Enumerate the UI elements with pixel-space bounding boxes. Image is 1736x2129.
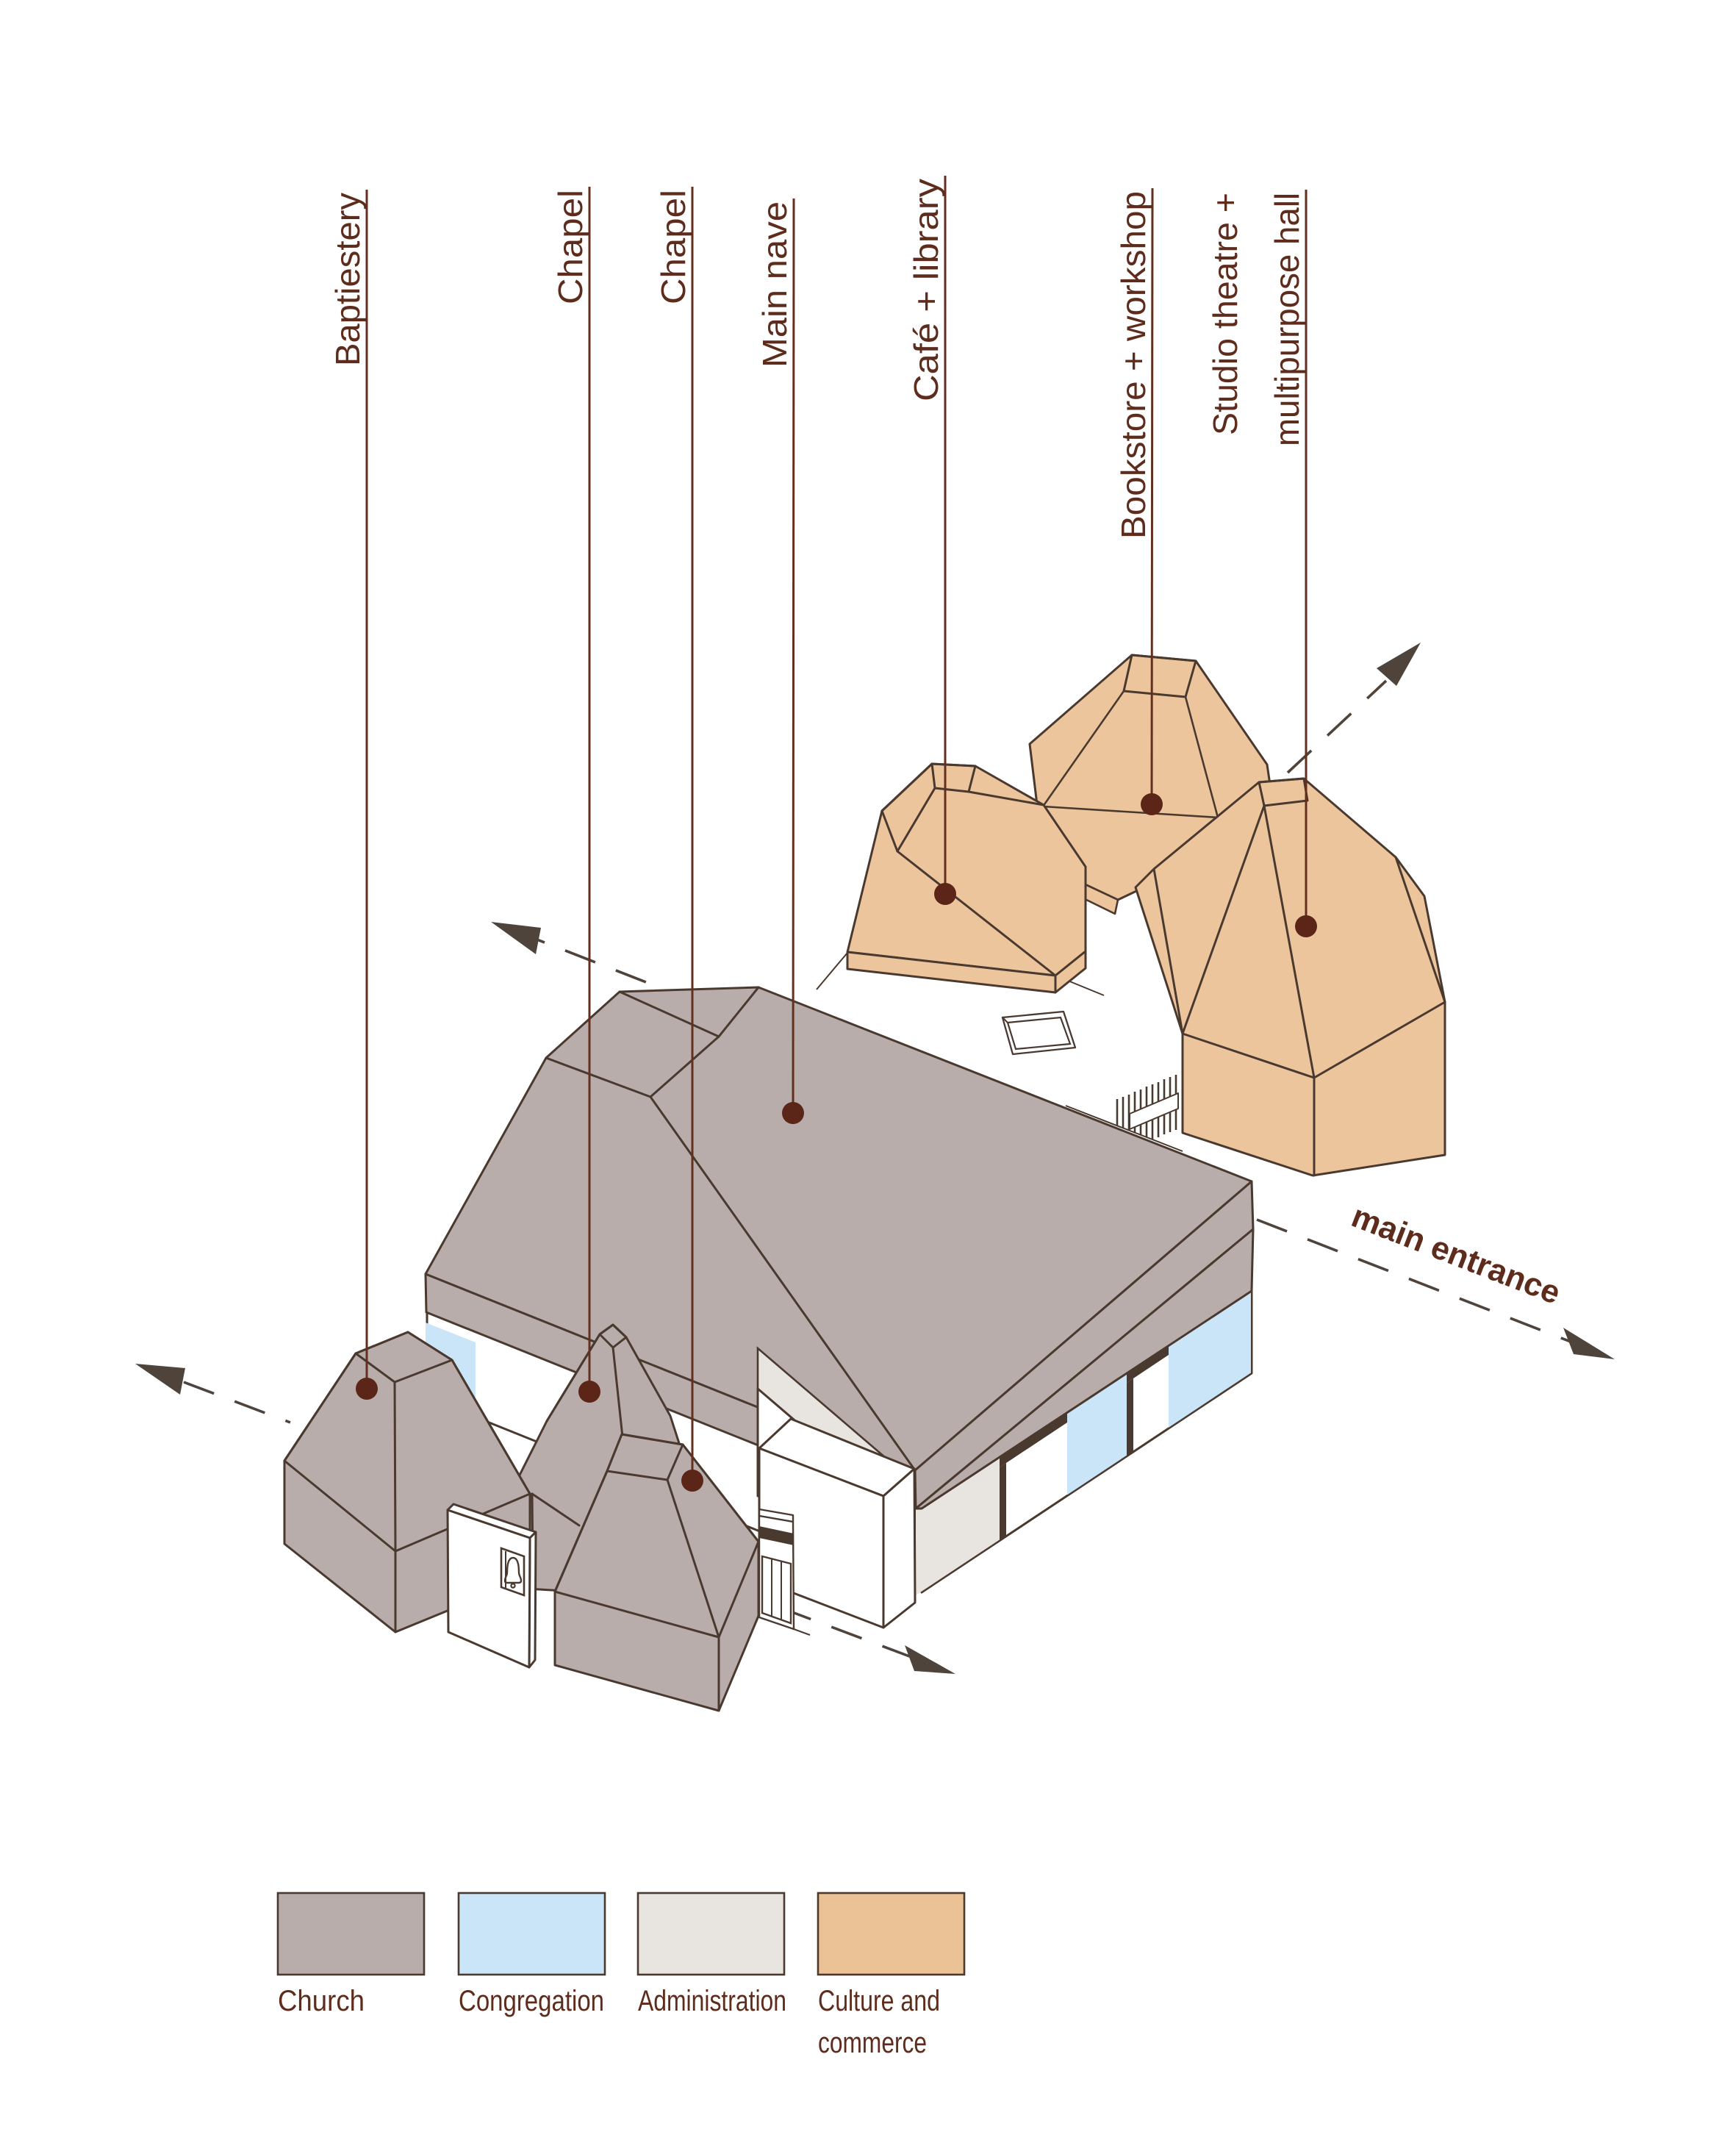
label-bookstore-workshop: Bookstore + workshop bbox=[1114, 191, 1152, 539]
legend-label-culture-line1: Culture and bbox=[818, 1985, 940, 2017]
bell-clapper bbox=[510, 1583, 516, 1589]
entrance-box bbox=[758, 1417, 917, 1636]
leader-lines bbox=[356, 176, 1317, 1492]
axis-main-entrance bbox=[491, 922, 1615, 1359]
label-cafe-library: Café + library bbox=[907, 179, 945, 401]
window-1-jamb bbox=[1000, 1463, 1006, 1541]
label-studio-theatre-line2: multipurpose hall bbox=[1268, 193, 1306, 446]
main-entrance-label: main entrance bbox=[1346, 1198, 1565, 1312]
legend-swatch-administration bbox=[636, 1892, 786, 1976]
stair-band bbox=[1129, 1092, 1179, 1130]
leader-dot-chapel-1 bbox=[578, 1381, 600, 1403]
labels: Baptiestery Chapel Chapel Main nave Café… bbox=[329, 179, 1306, 539]
legend-item-church: Church bbox=[276, 1892, 426, 2017]
label-main-nave: Main nave bbox=[756, 201, 794, 368]
bell-icon bbox=[503, 1556, 523, 1584]
cafe-library-building bbox=[846, 762, 1087, 994]
arrowhead-main-entrance-icon bbox=[1563, 1328, 1615, 1359]
nave-wall-blue-panel-2 bbox=[1169, 1287, 1252, 1428]
courtyard-axis-dashes bbox=[1286, 679, 1388, 774]
chapel-2-building bbox=[553, 1433, 760, 1712]
entrance-glazing bbox=[758, 1508, 811, 1636]
leader-dot-chapel-2 bbox=[681, 1470, 703, 1492]
cafe-fascia-right bbox=[1054, 950, 1087, 994]
bell-niche bbox=[500, 1547, 526, 1597]
chapel-axis-dashes-left bbox=[183, 1381, 291, 1424]
legend-label-administration: Administration bbox=[638, 1985, 786, 2017]
bell-wall bbox=[446, 1503, 537, 1669]
arrowhead-lower-left-icon bbox=[135, 1364, 185, 1395]
axis-chapels bbox=[135, 1364, 955, 1674]
leader-dot-cafe-library bbox=[934, 883, 956, 905]
leader-dot-studio bbox=[1295, 915, 1317, 937]
legend-swatch-culture bbox=[817, 1892, 966, 1976]
legend-item-culture-commerce: Culture and commerce bbox=[817, 1892, 966, 2059]
arrowhead-lower-right-icon bbox=[905, 1645, 955, 1674]
studio-theatre-building bbox=[1134, 777, 1446, 1177]
arrowhead-upper-left-icon bbox=[491, 922, 541, 954]
leader-dot-baptiestery bbox=[356, 1378, 378, 1400]
legend-label-culture-line2: commerce bbox=[818, 2027, 927, 2059]
window-2-jamb bbox=[1127, 1378, 1133, 1456]
bell-wall-front-face bbox=[446, 1509, 531, 1669]
label-chapel-1: Chapel bbox=[551, 190, 589, 304]
main-entrance-axis-dashes-right bbox=[1256, 1218, 1588, 1350]
legend: Church Congregation Administration Cultu… bbox=[276, 1892, 966, 2059]
legend-swatch-church bbox=[276, 1892, 426, 1976]
leader-dot-bookstore bbox=[1141, 793, 1163, 815]
label-baptiestery: Baptiestery bbox=[329, 193, 367, 366]
label-studio-theatre-line1: Studio theatre + bbox=[1206, 193, 1244, 435]
chapel-axis-dashes-right bbox=[780, 1606, 912, 1659]
legend-label-congregation: Congregation bbox=[459, 1985, 604, 2017]
chapel-1-spire-top bbox=[598, 1323, 628, 1349]
legend-swatch-congregation bbox=[457, 1892, 606, 1976]
label-chapel-2: Chapel bbox=[654, 190, 692, 304]
arrowhead-top-right-icon bbox=[1377, 643, 1421, 686]
legend-label-church: Church bbox=[278, 1985, 365, 2017]
leader-dot-main-nave bbox=[782, 1102, 804, 1124]
flat-roof-edge bbox=[816, 952, 848, 990]
entrance-glazing-band bbox=[759, 1526, 794, 1545]
axis-courtyard bbox=[1286, 643, 1421, 774]
legend-item-administration: Administration bbox=[636, 1892, 786, 2017]
nave-soffit bbox=[914, 1228, 1255, 1510]
nave-wall-admin-panel bbox=[916, 1454, 1000, 1595]
entrance-box-right bbox=[882, 1467, 917, 1629]
skylight bbox=[1001, 1010, 1077, 1056]
legend-item-congregation: Congregation bbox=[457, 1892, 606, 2017]
leader-line-main-nave bbox=[792, 198, 795, 1114]
studio-roof-top bbox=[1258, 777, 1309, 807]
